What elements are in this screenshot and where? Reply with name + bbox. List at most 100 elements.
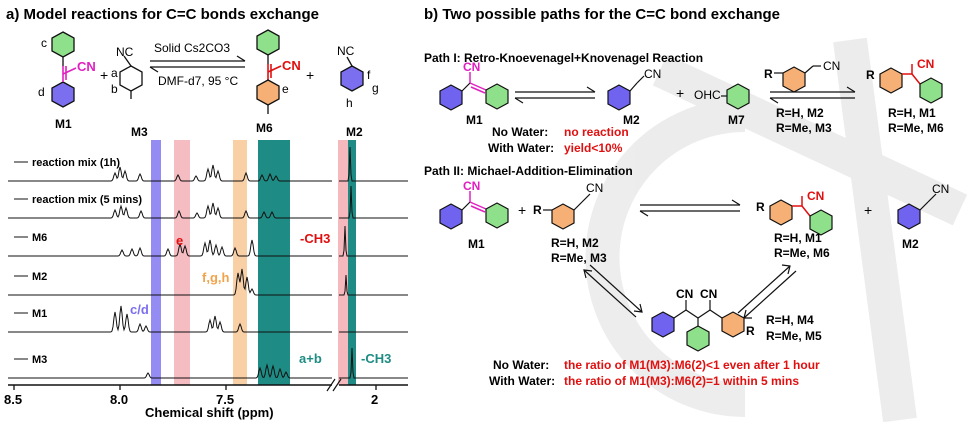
plus-a2: +	[306, 67, 314, 83]
path2-title: Path II: Michael-Addition-Elimination	[424, 164, 633, 178]
p2-r-right: R	[756, 200, 765, 214]
p1-no-water-label: No Water:	[492, 125, 548, 139]
annotation-fgh: f,g,h	[202, 270, 229, 285]
p2-product-structure	[769, 196, 833, 236]
p2-plus-2: +	[864, 202, 872, 218]
m2-nc: NC	[337, 44, 355, 58]
reagent-top: Solid Cs2CO3	[154, 41, 230, 55]
adduct-line2: R=Me, M5	[766, 329, 822, 343]
trace-right-1	[339, 185, 408, 219]
trace-label-5: M3	[32, 354, 47, 366]
p1-m1-cn: CN	[463, 60, 480, 74]
p2-right-line1: R=H, M1	[774, 231, 822, 245]
annotation-ch3-teal: -CH3	[361, 351, 391, 366]
trace-left-4	[8, 305, 332, 333]
reagent-bottom: DMF-d7, 95 °C	[158, 74, 238, 88]
adduct-structure	[651, 300, 745, 352]
annotation-ab: a+b	[299, 351, 322, 366]
p1-m2m3-structure	[774, 65, 821, 93]
path1-title: Path I: Retro-Knoevenagel+Knovenagel Rea…	[424, 51, 703, 65]
x-tick-2: 2	[371, 392, 378, 407]
p2-r-left: R	[533, 203, 542, 217]
trace-left-1	[8, 202, 332, 219]
trace-right-0	[339, 146, 408, 182]
label-m3-a: M3	[131, 125, 148, 139]
p1-right-line1: R=H, M1	[888, 106, 936, 120]
p1-plus: +	[676, 85, 684, 101]
p2-plus-1: +	[518, 202, 526, 218]
proton-e: e	[282, 82, 289, 96]
m6-cn: CN	[282, 58, 301, 73]
p1-r-mid: R	[764, 67, 773, 81]
trace-right-5	[339, 347, 408, 379]
m1-ring-top	[51, 31, 75, 58]
p2-no-water-value: the ratio of M1(M3):M6(2)<1 even after 1…	[564, 358, 820, 372]
spectra-traces	[8, 146, 408, 379]
x-tick-8-5: 8.5	[4, 392, 22, 407]
adduct-cn-2: CN	[700, 287, 717, 301]
p1-m7-label: M7	[728, 113, 745, 127]
m1-structure	[51, 31, 77, 108]
adduct-cn-1: CN	[676, 287, 693, 301]
p1-product-structure	[879, 64, 943, 104]
proton-g: g	[372, 81, 379, 95]
adduct-r: R	[746, 324, 755, 338]
m3-structure	[119, 55, 143, 99]
trace-left-3	[8, 268, 332, 296]
p1-m2-structure	[607, 75, 645, 111]
trace-labels: reaction mix (1h)reaction mix (5 mins)M6…	[14, 157, 142, 366]
m3-nc: NC	[116, 45, 134, 59]
watermark	[585, 37, 968, 422]
label-m6-a: M6	[256, 121, 273, 135]
p2-m2m3-structure	[543, 193, 591, 230]
p2-right-cn: CN	[807, 189, 824, 203]
p1-mid-line1: R=H, M2	[776, 106, 824, 120]
p2-m1-structure	[439, 191, 509, 230]
p1-no-water-value: no reaction	[564, 125, 629, 139]
p2-right-line2: R=Me, M6	[774, 246, 830, 260]
m1-cn: CN	[77, 59, 96, 74]
p1-m2-cn: CN	[644, 67, 661, 81]
p1-right-cn: CN	[917, 57, 934, 71]
x-axis	[8, 378, 408, 392]
p1-m2-label: M2	[623, 113, 640, 127]
trace-right-2	[339, 225, 408, 257]
p1-mid-line2: R=Me, M3	[776, 121, 832, 135]
p1-right-line2: R=Me, M6	[888, 121, 944, 135]
proton-d: d	[38, 85, 45, 99]
panel-a-title: a) Model reactions for C=C bonds exchang…	[6, 6, 319, 23]
label-m1-a: M1	[55, 117, 72, 131]
p1-m1-structure	[439, 72, 509, 111]
annotation-ch3-red: -CH3	[300, 231, 330, 246]
trace-right-3	[339, 274, 408, 296]
p2-m2-label: M2	[902, 237, 919, 251]
band-ch3-teal	[348, 140, 356, 385]
proton-a: a	[111, 66, 118, 80]
trace-label-4: M1	[32, 308, 47, 320]
trace-left-2	[8, 239, 332, 257]
trace-left-5	[8, 363, 332, 379]
x-tick-7-5: 7.5	[216, 392, 234, 407]
p2-left-line2: R=Me, M3	[551, 251, 607, 265]
trace-label-3: M2	[32, 271, 47, 283]
p2-m2-cn: CN	[932, 182, 949, 196]
panel-b-title: b) Two possible paths for the C=C bond e…	[424, 6, 780, 23]
band-cd	[151, 140, 161, 385]
annotation-cd: c/d	[130, 302, 149, 317]
band-e	[174, 140, 190, 385]
annotation-e: e	[176, 233, 183, 248]
x-tick-8-0: 8.0	[110, 392, 128, 407]
p1-with-water-value: yield<10%	[564, 141, 623, 155]
plus-a1: +	[100, 67, 108, 83]
p2-with-water-value: the ratio of M1(M3):M6(2)=1 within 5 min…	[564, 374, 799, 388]
trace-label-2: M6	[32, 232, 47, 244]
p2-m1-label: M1	[468, 237, 485, 251]
x-axis-label: Chemical shift (ppm)	[145, 405, 274, 420]
p1-ohc: OHC	[694, 88, 721, 102]
band-ch3-red	[338, 140, 348, 385]
m2-structure	[340, 56, 364, 92]
p1-mid-cn: CN	[823, 59, 840, 73]
p2-no-water-label: No Water:	[493, 358, 549, 372]
m1-ring-bottom	[51, 81, 75, 108]
